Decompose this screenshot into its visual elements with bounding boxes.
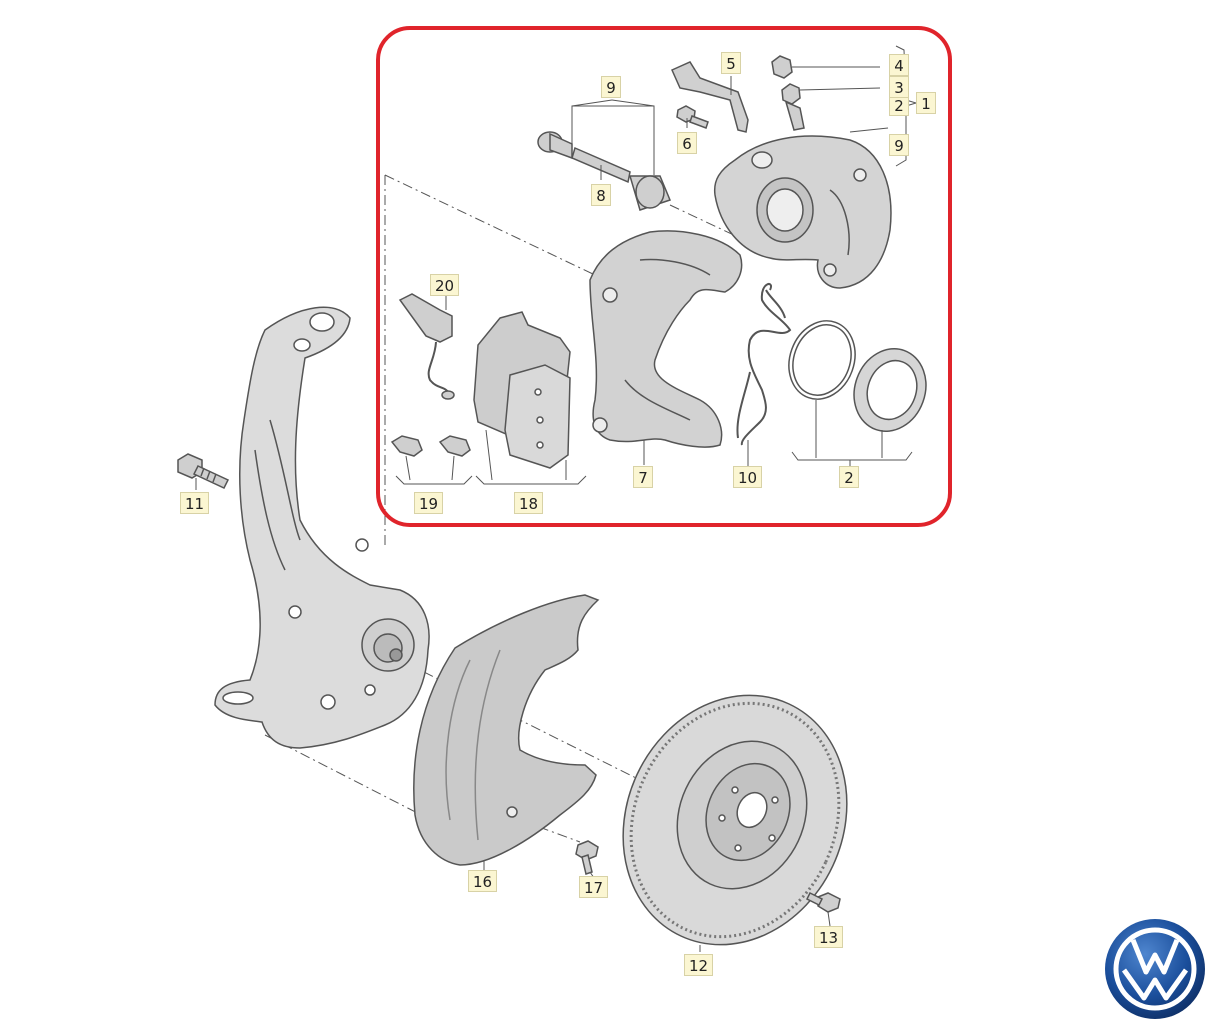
steering-knuckle [214, 306, 430, 749]
callout-13: 13 [814, 926, 844, 948]
bolt-6 [676, 105, 709, 129]
highlight-box [376, 26, 952, 527]
dust-shield-16 [413, 594, 600, 866]
callout-6: 6 [677, 132, 697, 154]
brake-pads-18 [473, 311, 571, 469]
callout-2-seals: 2 [839, 466, 859, 488]
callout-17: 17 [579, 876, 609, 898]
seal-ring-2 [788, 320, 856, 400]
bracket-5 [671, 61, 749, 133]
callout-19: 19 [414, 492, 444, 514]
screw-17 [575, 840, 599, 875]
spring-clip-10 [736, 283, 792, 446]
callout-12: 12 [684, 954, 714, 976]
callout-1: 1 [916, 92, 936, 114]
callout-16: 16 [468, 870, 498, 892]
bleeder-valve-3 [781, 83, 805, 131]
callout-20: 20 [430, 274, 460, 296]
callout-9-caliper: 9 [889, 134, 909, 156]
cap-4 [771, 55, 793, 79]
wear-sensor-20 [398, 293, 455, 400]
callout-11: 11 [180, 492, 210, 514]
screw-13 [805, 891, 841, 913]
callout-4: 4 [889, 54, 909, 76]
caliper-carrier-7 [589, 230, 743, 448]
dust-boot-2 [853, 348, 927, 432]
callout-9-guide: 9 [601, 76, 621, 98]
callout-8: 8 [591, 184, 611, 206]
brake-caliper-9 [713, 135, 892, 289]
callout-7: 7 [633, 466, 653, 488]
callout-2-caliper: 2 [889, 94, 909, 116]
callout-10: 10 [733, 466, 763, 488]
callout-3: 3 [889, 76, 909, 98]
callout-5: 5 [721, 52, 741, 74]
brake-disc-12 [622, 694, 848, 946]
callout-18: 18 [514, 492, 544, 514]
vw-logo [1105, 919, 1205, 1019]
clips-19 [390, 435, 471, 457]
bolt-11 [177, 453, 230, 489]
